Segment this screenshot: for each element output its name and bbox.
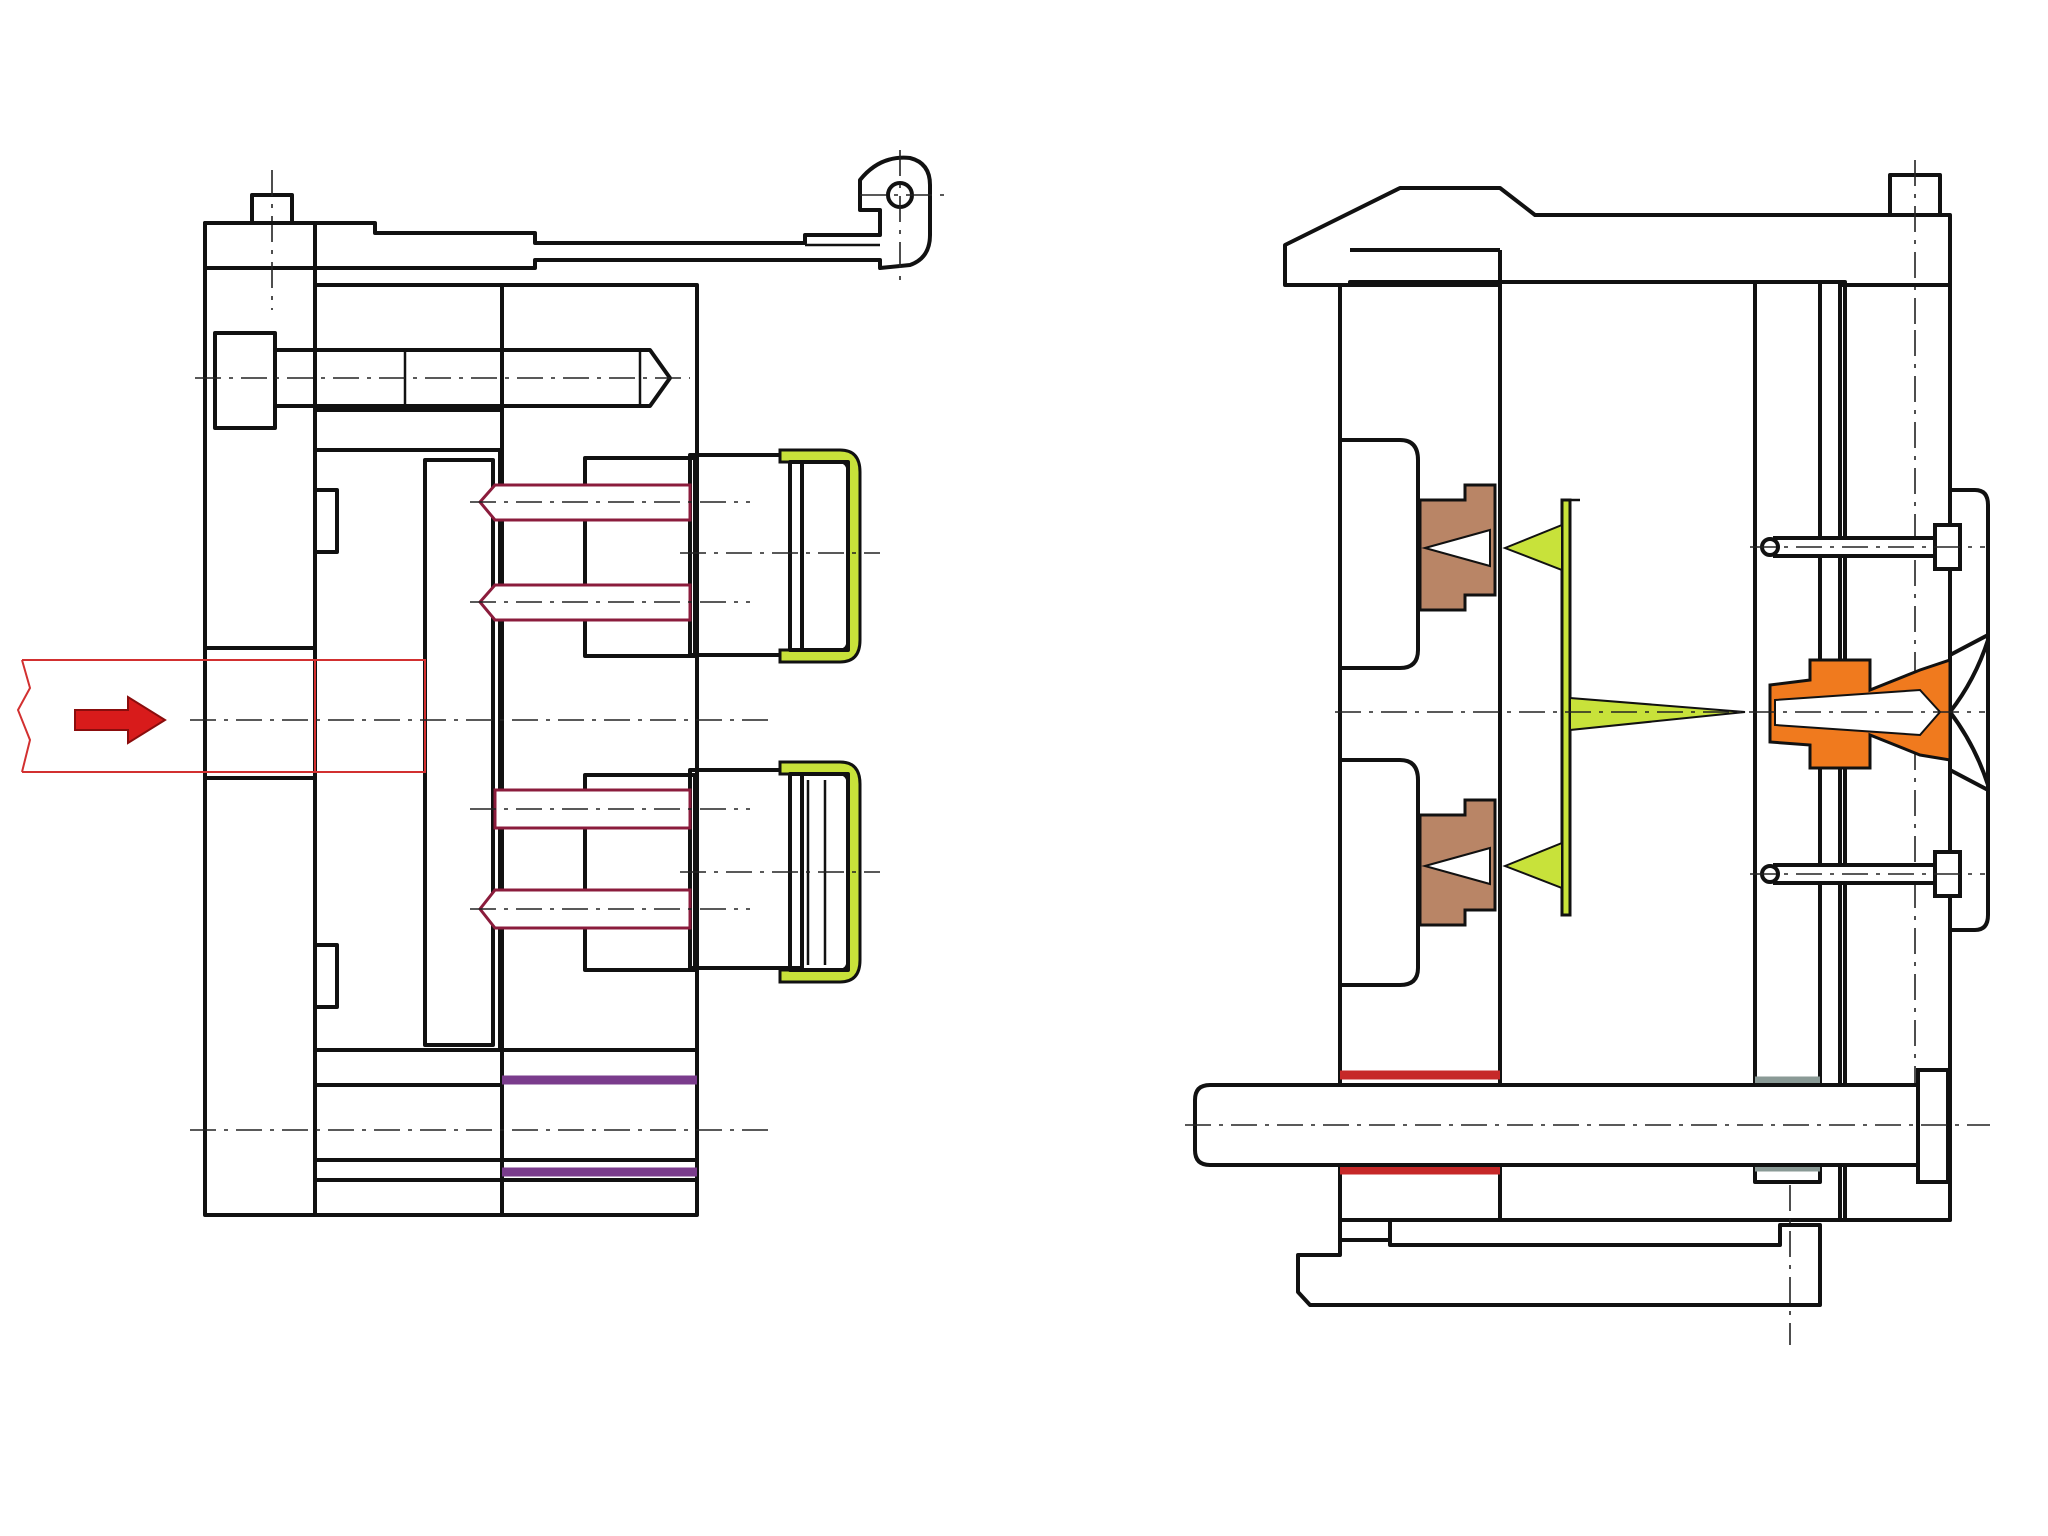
guide-pin-head	[1916, 1068, 1950, 1184]
cavity-plate	[1338, 283, 1502, 1222]
ejector-pins-left	[470, 483, 750, 930]
ejector-space	[313, 448, 502, 1052]
ejected-parts-left	[680, 448, 880, 984]
sprue-channel-top	[1421, 528, 1491, 568]
core-body-bottom	[688, 768, 804, 970]
core-insert-top	[583, 456, 697, 658]
bottom-bracket	[1296, 1220, 1822, 1307]
moving-half-view	[16, 150, 945, 1217]
cap-screw-shank	[273, 348, 672, 408]
stop-pin-top	[313, 488, 339, 554]
cup-inner-top	[788, 460, 850, 652]
locating-ring-taper	[1949, 633, 1989, 792]
latch-arm	[203, 155, 932, 270]
fixed-half-view	[1185, 160, 1990, 1345]
cap-screw-head-icon	[213, 331, 277, 430]
bottom-bracket-tab	[1338, 1218, 1392, 1242]
sprue-bottom	[1502, 841, 1563, 890]
sprue-top	[1502, 523, 1563, 572]
cavity-pocket-top	[1340, 438, 1420, 670]
main-sprue	[1569, 696, 1746, 732]
clamping-plate	[203, 221, 317, 1217]
retaining-bolts	[1750, 523, 1985, 898]
sprue-channel-bottom	[1421, 846, 1491, 886]
locating-ring	[1950, 488, 1990, 932]
cavity-pocket-bottom	[1340, 758, 1420, 987]
runner-bar	[1560, 498, 1572, 917]
core-body-top	[688, 453, 804, 657]
nozzle-seat	[1948, 639, 1990, 786]
ejector-pin	[493, 788, 692, 830]
red-arrow-right-icon	[74, 695, 167, 745]
ejector-plate	[423, 458, 495, 1047]
stop-pin-bottom	[313, 943, 339, 1009]
knockout-rod-outline	[16, 659, 426, 773]
